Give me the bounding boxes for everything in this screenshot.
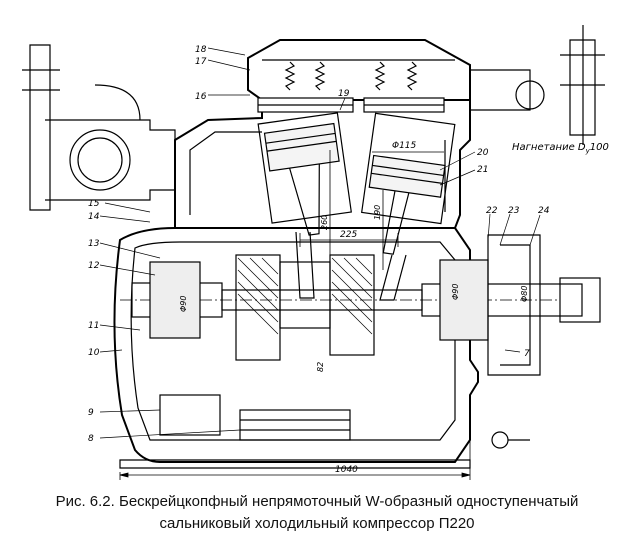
callout-17: 17 — [195, 57, 207, 67]
dimension-labels: 1040 Φ115 225 260 190 82 Φ90 Φ90 Φ80 — [179, 141, 529, 475]
callout-23: 23 — [508, 206, 520, 216]
dim-82: 82 — [316, 362, 325, 372]
discharge-subscript: у — [585, 147, 591, 155]
left-cylinder — [257, 112, 352, 236]
callout-18: 18 — [195, 45, 207, 55]
discharge-value: 100 — [590, 142, 609, 153]
callout-20: 20 — [477, 148, 489, 158]
dim-height-190: 190 — [373, 205, 382, 220]
dim-shaft-diameter-left: Φ90 — [179, 296, 188, 312]
cylinder-head — [247, 39, 471, 101]
oil-pump — [159, 394, 221, 436]
right-bearing — [439, 259, 489, 341]
discharge-label: Нагнетание D — [512, 142, 586, 153]
callout-12: 12 — [88, 261, 100, 271]
suction-pipe — [45, 119, 176, 201]
figure-caption-line-1: Рис. 6.2. Бескрейцкопфный непрямоточный … — [55, 493, 579, 510]
dim-overall-length: 1040 — [335, 465, 358, 475]
connecting-rod-left — [295, 231, 315, 299]
dim-shaft-diameter-right: Φ90 — [451, 284, 460, 300]
discharge-pipe — [470, 69, 531, 111]
figure-caption-line-2: сальниковый холодильный компрессор П220 — [159, 515, 475, 532]
right-cylinder — [361, 112, 456, 255]
callout-15: 15 — [88, 199, 100, 209]
callout-24: 24 — [538, 206, 550, 216]
callout-19: 19 — [338, 89, 350, 99]
dim-cylinder-diameter: Φ115 — [392, 141, 417, 151]
dim-height-260: 260 — [320, 215, 329, 230]
callout-13: 13 — [88, 239, 100, 249]
callout-16: 16 — [195, 92, 207, 102]
callout-21: 21 — [477, 165, 488, 175]
callout-labels: 18 17 16 19 20 21 22 23 24 15 14 13 12 1… — [88, 45, 550, 444]
callout-14: 14 — [88, 212, 100, 222]
left-bearing — [149, 261, 201, 339]
oil-filter — [239, 409, 351, 441]
callout-7: 7 — [524, 349, 530, 359]
dim-crank-offset: 225 — [340, 230, 357, 240]
callout-22: 22 — [486, 206, 498, 216]
shaft-seal — [487, 234, 541, 376]
callout-11: 11 — [88, 321, 99, 331]
callout-9: 9 — [88, 408, 94, 418]
discharge-annotation: Нагнетание Dу100 — [512, 142, 609, 155]
svg-text:Нагнетание Dу100: Нагнетание Dу100 — [512, 142, 609, 155]
callout-10: 10 — [88, 348, 100, 358]
dim-shaft-end-diameter: Φ80 — [520, 286, 529, 302]
callout-8: 8 — [88, 434, 94, 444]
valve-springs — [284, 61, 418, 91]
